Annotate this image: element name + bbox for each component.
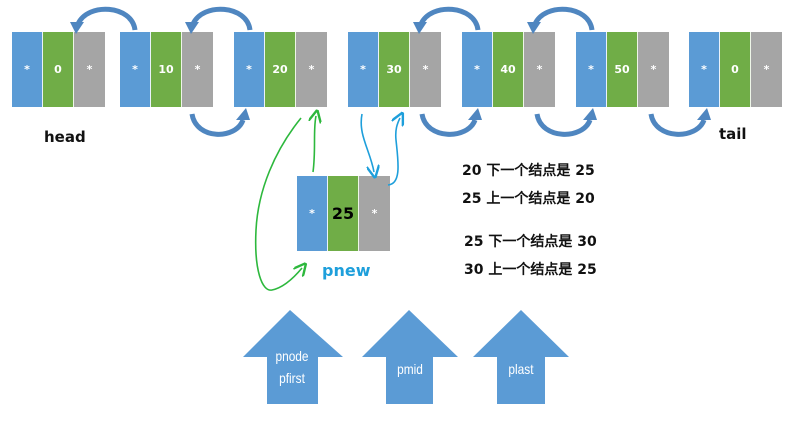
next-pointer-cell: *	[359, 176, 390, 251]
next-pointer-cell: *	[638, 32, 669, 107]
pointer-label-plast: plast	[496, 358, 547, 380]
tail-label: tail	[719, 125, 747, 143]
prev-link-arrow	[413, 6, 481, 34]
blue-arrow-30-prev-to-25	[360, 113, 374, 172]
next-pointer-cell: *	[524, 32, 555, 107]
pnew-label: pnew	[322, 261, 371, 280]
value-cell: 40	[493, 32, 524, 107]
prev-link-arrow	[70, 6, 138, 34]
new-node: * 25 *	[297, 176, 390, 251]
value-cell: 20	[265, 32, 296, 107]
value-cell: 0	[43, 32, 74, 107]
value-cell: 0	[720, 32, 751, 107]
prev-pointer-cell: *	[576, 32, 607, 107]
prev-pointer-cell: *	[297, 176, 328, 251]
prev-pointer-cell: *	[462, 32, 493, 107]
list-node-tail: * 0 *	[689, 32, 782, 107]
note-line: 20 下一个结点是 25	[462, 163, 595, 179]
pointer-label-line: pfirst	[279, 370, 305, 386]
next-link-arrow	[419, 108, 482, 137]
head-label: head	[44, 128, 86, 146]
blue-arrow-25-next-to-30	[387, 118, 400, 186]
prev-link-arrow	[185, 6, 253, 34]
value-cell: 50	[607, 32, 638, 107]
green-arrow-25-prev-to-20	[313, 116, 316, 173]
prev-pointer-cell: *	[12, 32, 43, 107]
note-line: 25 下一个结点是 30	[464, 234, 597, 250]
pnode-pointer-arrow-icon	[243, 310, 343, 404]
plast-pointer-arrow-icon	[473, 310, 569, 404]
list-node-head: * 0 *	[12, 32, 105, 107]
value-cell: 25	[328, 176, 359, 251]
prev-pointer-cell: *	[120, 32, 151, 107]
pointer-label-line: plast	[508, 361, 534, 377]
next-pointer-cell: *	[296, 32, 327, 107]
next-pointer-cell: *	[74, 32, 105, 107]
pointer-label-pmid: pmid	[385, 358, 436, 380]
green-arrow-20-to-25	[254, 117, 302, 291]
next-pointer-cell: *	[410, 32, 441, 107]
list-node-40: * 40 *	[462, 32, 555, 107]
pointer-label-line: pmid	[397, 361, 423, 377]
prev-pointer-cell: *	[234, 32, 265, 107]
value-cell: 30	[379, 32, 410, 107]
next-link-arrow	[189, 108, 250, 137]
list-node-10: * 10 *	[120, 32, 213, 107]
prev-link-arrow	[527, 6, 595, 34]
list-node-30: * 30 *	[348, 32, 441, 107]
value-cell: 10	[151, 32, 182, 107]
pmid-pointer-arrow-icon	[362, 310, 458, 404]
next-link-arrow	[648, 108, 711, 137]
list-node-50: * 50 *	[576, 32, 669, 107]
next-pointer-cell: *	[182, 32, 213, 107]
list-node-20: * 20 *	[234, 32, 327, 107]
note-line: 30 上一个结点是 25	[464, 262, 597, 278]
prev-pointer-cell: *	[348, 32, 379, 107]
next-pointer-cell: *	[751, 32, 782, 107]
prev-pointer-cell: *	[689, 32, 720, 107]
next-link-arrow	[534, 108, 597, 137]
note-line: 25 上一个结点是 20	[462, 191, 595, 207]
pointer-label-line: pnode	[275, 348, 309, 364]
pointer-label-pnode: pnode pfirst	[267, 345, 318, 389]
